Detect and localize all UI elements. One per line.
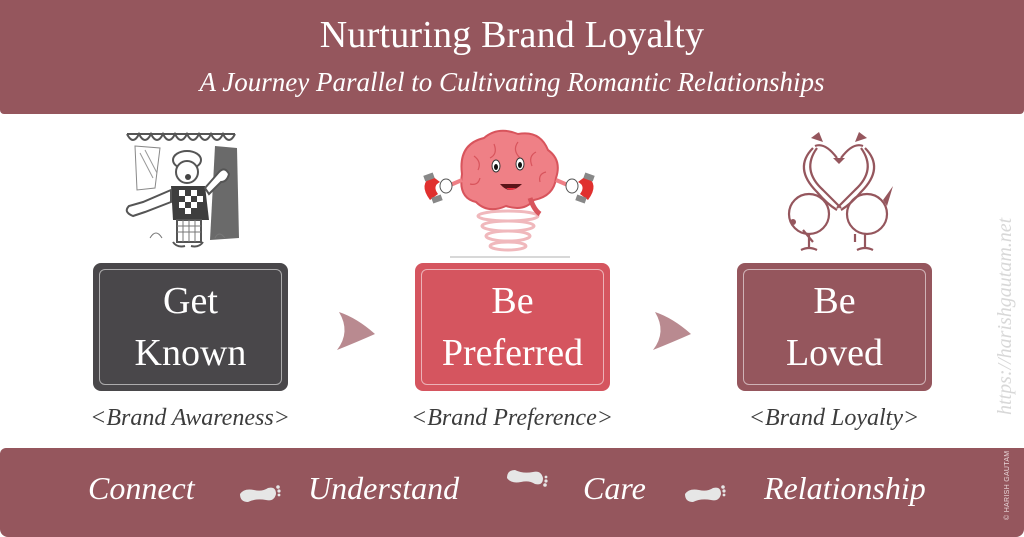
watermark-url: https://harishgautam.net bbox=[994, 217, 1016, 415]
step-connect: Connect bbox=[88, 470, 195, 506]
brain-with-magnets-illustration bbox=[423, 129, 595, 258]
step-care: Care bbox=[583, 470, 646, 506]
chevron-right-icon bbox=[337, 312, 375, 350]
step-relationship: Relationship bbox=[764, 470, 926, 506]
page-subtitle: A Journey Parallel to Cultivating Romant… bbox=[199, 67, 825, 97]
flamingos-heart-illustration bbox=[787, 132, 893, 251]
footprint-icon bbox=[507, 470, 548, 487]
chevron-right-icon bbox=[653, 312, 691, 350]
stage-3-subtitle: <Brand Loyalty> bbox=[748, 405, 920, 431]
announcer-cartoon-illustration bbox=[125, 131, 239, 248]
stage-be-loved-box: Be Loved bbox=[737, 263, 932, 391]
stage-get-known-box: Get Known bbox=[93, 263, 288, 391]
stage-2-line1: Be bbox=[491, 280, 534, 322]
page-title: Nurturing Brand Loyalty bbox=[319, 14, 705, 56]
stage-3-line1: Be bbox=[813, 280, 856, 322]
stage-1-line2: Known bbox=[134, 332, 247, 374]
stage-be-preferred-box: Be Preferred bbox=[415, 263, 610, 391]
stage-1-subtitle: <Brand Awareness> bbox=[90, 405, 290, 431]
footer-banner: Connect Understand Care Relationship bbox=[0, 448, 1024, 537]
step-understand: Understand bbox=[308, 470, 460, 506]
footprint-icon bbox=[240, 485, 281, 502]
footprint-icon bbox=[685, 485, 726, 502]
stage-2-line2: Preferred bbox=[441, 332, 584, 374]
header-banner: Nurturing Brand Loyalty A Journey Parall… bbox=[0, 0, 1024, 114]
stage-3-line2: Loved bbox=[785, 332, 884, 374]
stage-1-line1: Get bbox=[163, 280, 218, 322]
credit-text: © HARISH GAUTAM bbox=[1004, 450, 1011, 520]
stage-2-subtitle: <Brand Preference> bbox=[411, 405, 613, 431]
